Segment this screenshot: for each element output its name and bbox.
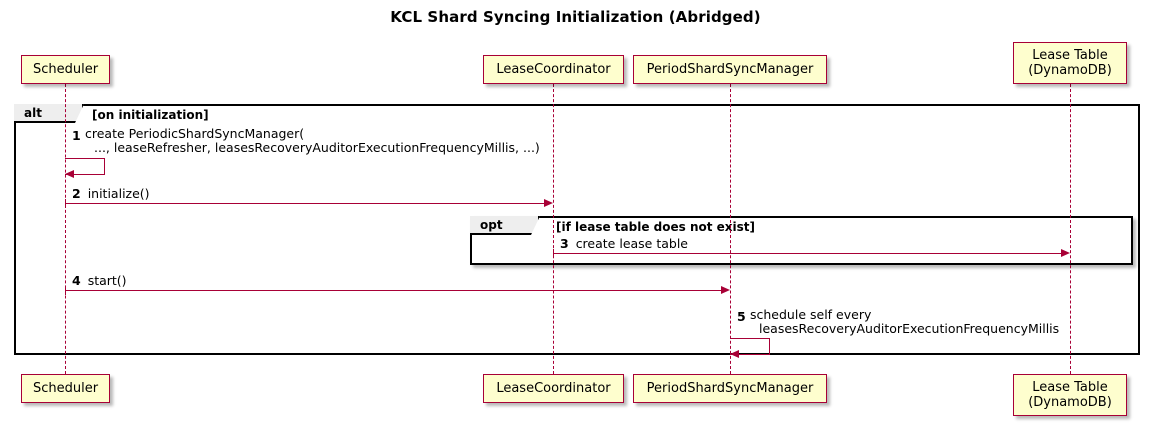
participant-leasetable-label-line2: (DynamoDB) [1028, 63, 1112, 78]
message-2-arrowhead [544, 199, 553, 207]
message-5-text-line1: schedule self every [750, 307, 872, 322]
fragment-opt [470, 216, 1133, 265]
message-2-text: initialize() [87, 186, 150, 201]
diagram-title: KCL Shard Syncing Initialization (Abridg… [390, 8, 761, 26]
message-4-arrow-line [65, 290, 724, 291]
participant-leasecoordinator-top[interactable]: LeaseCoordinator [483, 55, 624, 84]
message-3-arrow-line [553, 253, 1064, 254]
message-4-number: 4 [72, 273, 81, 288]
message-2-number: 2 [72, 186, 81, 201]
participant-scheduler-bottom[interactable]: Scheduler [21, 374, 110, 403]
participant-scheduler-label: Scheduler [32, 62, 99, 77]
message-4-arrowhead [721, 286, 730, 294]
participant-leasetable-label-bottom-line2: (DynamoDB) [1028, 395, 1112, 410]
message-3-label: 3 create lease table [560, 237, 688, 251]
participant-periodshardsyncmanager-bottom[interactable]: PeriodShardSyncManager [633, 374, 827, 403]
participant-leasetable-label-bottom-line1: Lease Table [1032, 380, 1108, 395]
lifeline-leasetable [1070, 84, 1071, 374]
participant-leasetable-label-line1: Lease Table [1032, 48, 1108, 63]
message-1-self-loop-arrow [65, 158, 105, 175]
message-5-number: 5 [737, 309, 746, 324]
message-2-arrow-line [65, 203, 547, 204]
message-5-self-loop-arrow [730, 338, 770, 355]
message-1-text-line1: create PeriodicShardSyncManager( [85, 126, 305, 141]
fragment-alt [14, 104, 1140, 355]
lifeline-leasecoordinator [553, 84, 554, 374]
message-1-text-line2: ..., leaseRefresher, leasesRecoveryAudit… [94, 140, 540, 155]
participant-leasecoordinator-label: LeaseCoordinator [496, 62, 611, 77]
fragment-opt-operator-tab: opt [470, 216, 540, 235]
message-3-arrowhead [1061, 249, 1070, 257]
participant-leasetable-bottom[interactable]: Lease Table (DynamoDB) [1013, 374, 1127, 416]
message-3-number: 3 [560, 236, 569, 251]
fragment-alt-operator-tab: alt [14, 104, 84, 123]
message-2-label: 2 initialize() [72, 187, 150, 201]
message-5-label: 5 schedule self every leasesRecoveryAudi… [737, 308, 1059, 336]
message-3-text: create lease table [575, 236, 688, 251]
fragment-alt-guard: [on initialization] [92, 108, 209, 122]
fragment-alt-operator-label: alt [24, 105, 42, 120]
message-1-label: 1 create PeriodicShardSyncManager( ..., … [72, 127, 540, 155]
message-4-text: start() [87, 273, 127, 288]
participant-leasetable-top[interactable]: Lease Table (DynamoDB) [1013, 42, 1127, 84]
participant-leasecoordinator-label-bottom: LeaseCoordinator [496, 381, 611, 396]
message-4-label: 4 start() [72, 274, 127, 288]
message-1-arrowhead [65, 170, 74, 178]
participant-periodshardsyncmanager-label-bottom: PeriodShardSyncManager [646, 381, 814, 396]
lifeline-periodshardsyncmanager [730, 84, 731, 374]
message-5-text-line2: leasesRecoveryAuditorExecutionFrequencyM… [759, 321, 1060, 336]
lifeline-scheduler [65, 84, 66, 374]
fragment-opt-guard: [if lease table does not exist] [556, 220, 756, 234]
participant-scheduler-label-bottom: Scheduler [32, 381, 99, 396]
participant-scheduler-top[interactable]: Scheduler [21, 55, 110, 84]
participant-leasecoordinator-bottom[interactable]: LeaseCoordinator [483, 374, 624, 403]
participant-periodshardsyncmanager-top[interactable]: PeriodShardSyncManager [633, 55, 827, 84]
message-5-arrowhead [730, 350, 739, 358]
fragment-opt-operator-label: opt [480, 217, 503, 232]
message-1-number: 1 [72, 128, 81, 143]
participant-periodshardsyncmanager-label: PeriodShardSyncManager [646, 62, 814, 77]
